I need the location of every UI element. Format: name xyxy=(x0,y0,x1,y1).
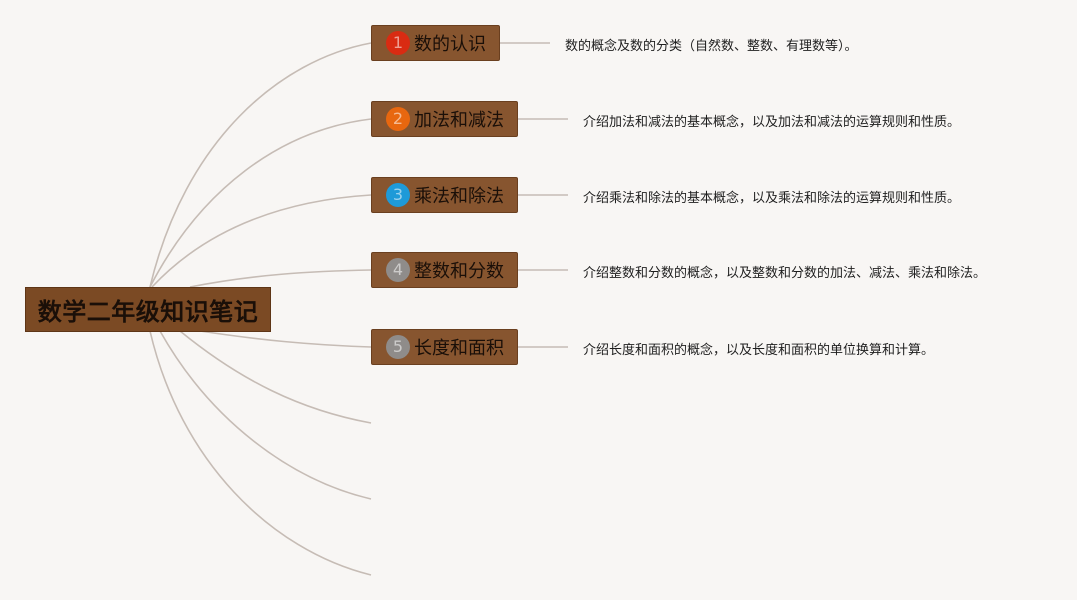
branch-line-3 xyxy=(151,194,372,288)
number-badge-4: 4 xyxy=(386,258,410,282)
root-label: 数学二年级知识笔记 xyxy=(37,298,259,326)
topic-description-5: 介绍长度和面积的概念，以及长度和面积的单位换算和计算。 xyxy=(583,343,935,358)
root-node[interactable]: 数学二年级知识笔记 xyxy=(25,287,271,332)
number-badge-3: 3 xyxy=(386,183,410,207)
branch-line-1 xyxy=(149,42,372,288)
topic-label-1: 数的认识 xyxy=(414,34,486,55)
topic-label-3: 乘法和除法 xyxy=(414,186,504,207)
topic-label-4: 整数和分数 xyxy=(414,261,504,282)
number-badge-3-text: 3 xyxy=(392,185,404,204)
number-badge-5: 5 xyxy=(386,335,410,359)
topic-description-4: 介绍整数和分数的概念，以及整数和分数的加法、减法、乘法和除法。 xyxy=(583,266,987,281)
branch-line-empty-2 xyxy=(159,330,372,500)
number-badge-2-text: 2 xyxy=(392,109,404,128)
topic-label-5: 长度和面积 xyxy=(414,338,504,359)
branch-line-2 xyxy=(149,118,372,288)
number-badge-2: 2 xyxy=(386,107,410,131)
topic-node-1[interactable]: 1 数的认识 xyxy=(371,25,500,61)
topic-description-1: 数的概念及数的分类（自然数、整数、有理数等）。 xyxy=(565,39,858,54)
branch-line-empty-3 xyxy=(149,330,372,576)
topic-node-2[interactable]: 2 加法和减法 xyxy=(371,101,518,137)
branch-line-5 xyxy=(199,330,372,348)
number-badge-4-text: 4 xyxy=(392,260,404,279)
number-badge-1-text: 1 xyxy=(392,33,404,52)
topic-node-3[interactable]: 3 乘法和除法 xyxy=(371,177,518,213)
number-badge-5-text: 5 xyxy=(392,337,404,356)
branch-line-empty-1 xyxy=(179,330,372,424)
topic-description-3: 介绍乘法和除法的基本概念，以及乘法和除法的运算规则和性质。 xyxy=(583,191,961,206)
topic-description-2: 介绍加法和减法的基本概念，以及加法和减法的运算规则和性质。 xyxy=(583,115,961,130)
branch-line-4 xyxy=(189,269,372,288)
number-badge-1: 1 xyxy=(386,31,410,55)
topic-node-4[interactable]: 4 整数和分数 xyxy=(371,252,518,288)
topic-node-5[interactable]: 5 长度和面积 xyxy=(371,329,518,365)
topic-label-2: 加法和减法 xyxy=(414,110,504,131)
